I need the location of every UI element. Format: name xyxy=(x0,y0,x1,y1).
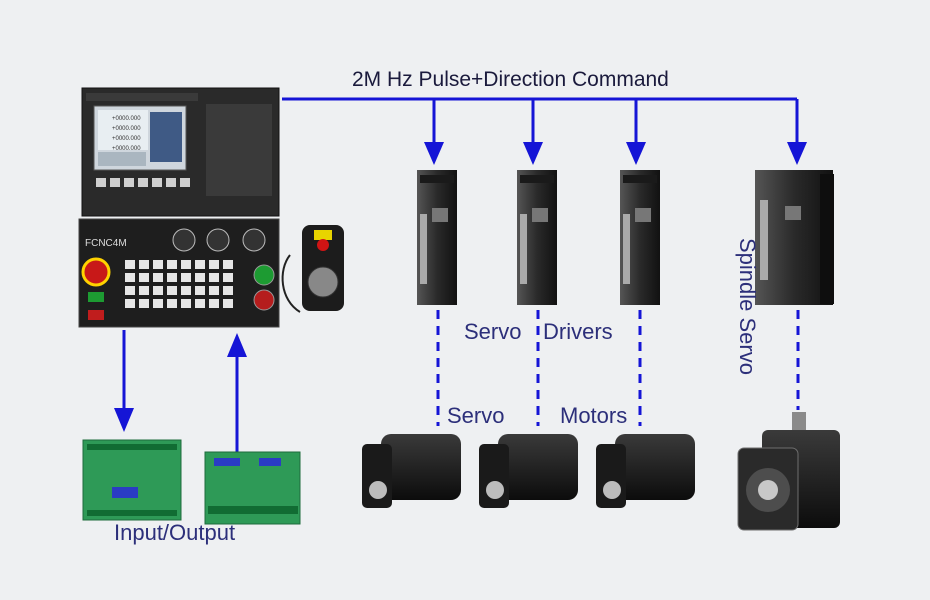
pendant-stop-icon xyxy=(317,239,329,251)
servo-drivers-label-1: Servo xyxy=(464,319,522,344)
servo-driver-1 xyxy=(417,170,457,305)
svg-text:+0000.000: +0000.000 xyxy=(112,146,141,152)
servo-motors-label-1: Servo xyxy=(447,403,505,428)
arrow-head xyxy=(227,333,247,357)
command-bus xyxy=(282,97,807,165)
svg-text:FCNC4M: FCNC4M xyxy=(85,238,127,249)
arrow-head xyxy=(424,142,444,165)
arrow-head xyxy=(626,142,646,165)
svg-text:+0000.000: +0000.000 xyxy=(112,136,141,142)
handwheel-pendant xyxy=(281,225,344,313)
spindle-dial-icon xyxy=(206,228,230,252)
spindle-driver xyxy=(755,170,834,305)
feed-dial-icon xyxy=(172,228,196,252)
arrow-head xyxy=(787,142,807,165)
pause-button xyxy=(88,310,104,320)
servo-driver-2 xyxy=(517,170,557,305)
svg-text:+0000.000: +0000.000 xyxy=(112,116,141,122)
override-dial-icon xyxy=(242,228,266,252)
servo-drivers-label-2: Drivers xyxy=(543,319,613,344)
servo-motors-label-2: Motors xyxy=(560,403,628,428)
arrow-head xyxy=(114,408,134,432)
svg-text:+0000.000: +0000.000 xyxy=(112,126,141,132)
dashed-links xyxy=(436,310,800,426)
input-output-label: Input/Output xyxy=(114,520,236,545)
io-board-1 xyxy=(82,439,182,521)
handwheel-icon xyxy=(307,266,339,298)
cnc-controller: +0000.000 +0000.000 +0000.000 +0000.000 … xyxy=(78,87,280,328)
servo-motor-3 xyxy=(596,434,695,508)
spindle-motor xyxy=(737,412,840,531)
on-button xyxy=(253,264,275,286)
off-button xyxy=(253,289,275,311)
servo-motor-1 xyxy=(362,434,461,508)
function-keys xyxy=(96,178,190,187)
start-button xyxy=(88,292,104,302)
servo-motor-2 xyxy=(479,434,578,508)
servo-driver-3 xyxy=(620,170,660,305)
diagram-title: 2M Hz Pulse+Direction Command xyxy=(352,68,669,91)
arrow-head xyxy=(523,142,543,165)
emergency-stop-icon xyxy=(81,257,111,287)
spindle-servo-label: Spindle Servo xyxy=(735,238,760,375)
keypad-top xyxy=(206,104,272,196)
io-board-2 xyxy=(204,451,301,525)
panel-keys xyxy=(125,260,233,308)
